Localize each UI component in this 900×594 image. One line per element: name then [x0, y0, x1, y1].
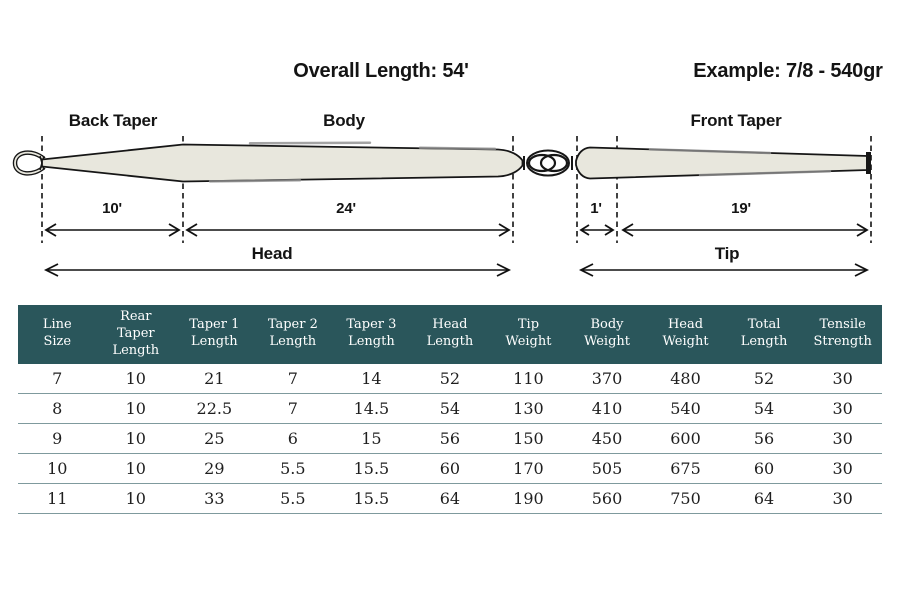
table-cell: 22.5	[175, 393, 254, 425]
column-header-6: Tip Weight	[489, 305, 568, 364]
table-cell: 7	[18, 363, 97, 395]
column-header-2: Taper 1 Length	[175, 305, 254, 364]
back-taper-dimension: 10'	[102, 200, 122, 217]
column-header-3: Taper 2 Length	[253, 305, 333, 364]
body-dimension: 24'	[336, 200, 356, 217]
table-cell: 11	[18, 483, 97, 515]
table-cell: 750	[646, 483, 725, 515]
table-cell: 10	[18, 453, 97, 485]
table-cell: 30	[803, 393, 882, 425]
dashed-guides	[41, 136, 872, 243]
column-header-7: Body Weight	[567, 305, 647, 364]
loop-knot-icon	[523, 149, 573, 177]
table-cell: 8	[18, 393, 97, 425]
table-cell: 10	[96, 453, 176, 485]
shading-strokes	[208, 141, 832, 183]
table-cell: 480	[646, 363, 725, 395]
dimension-arrows	[44, 223, 869, 237]
table-cell: 110	[489, 363, 568, 395]
column-header-9: Total Length	[724, 305, 804, 364]
front-taper-label: Front Taper	[690, 111, 782, 130]
head-profile-shape	[41, 143, 524, 183]
table-cell: 10	[96, 393, 176, 425]
table-cell: 25	[175, 423, 254, 455]
table-cell: 30	[803, 453, 882, 485]
column-header-10: Tensile Strength	[803, 305, 882, 364]
table-cell: 30	[803, 483, 882, 515]
table-cell: 7	[253, 393, 333, 425]
tip-span-label: Tip	[714, 244, 740, 263]
table-cell: 29	[175, 453, 254, 485]
table-cell: 64	[410, 483, 490, 515]
table-cell: 505	[567, 453, 647, 485]
table-cell: 33	[175, 483, 254, 515]
table-cell: 370	[567, 363, 647, 395]
body-label: Body	[323, 111, 365, 130]
table-cell: 60	[724, 453, 804, 485]
table-cell: 5.5	[253, 453, 333, 485]
table-cell: 450	[567, 423, 647, 455]
rear-loop-icon	[12, 150, 46, 176]
tip-level-dimension: 1'	[590, 200, 602, 217]
column-header-5: Head Length	[410, 305, 490, 364]
table-cell: 6	[253, 423, 333, 455]
table-cell: 7	[253, 363, 333, 395]
table-cell: 540	[646, 393, 725, 425]
tip-end-cap	[866, 152, 871, 174]
back-taper-label: Back Taper	[68, 111, 158, 130]
table-cell: 54	[724, 393, 804, 425]
table-cell: 15.5	[332, 453, 411, 485]
table-cell: 64	[724, 483, 804, 515]
example-weight-label: Example: 7/8 - 540gr	[693, 60, 883, 82]
taper-diagram	[12, 136, 872, 277]
table-cell: 30	[803, 363, 882, 395]
table-cell: 52	[410, 363, 490, 395]
table-cell: 10	[96, 423, 176, 455]
span-arrows	[43, 263, 870, 277]
table-cell: 14	[332, 363, 411, 395]
table-cell: 30	[803, 423, 882, 455]
table-cell: 5.5	[253, 483, 333, 515]
column-header-8: Head Weight	[646, 305, 725, 364]
table-cell: 410	[567, 393, 647, 425]
table-cell: 130	[489, 393, 568, 425]
table-cell: 52	[724, 363, 804, 395]
table-cell: 10	[96, 483, 176, 515]
table-cell: 675	[646, 453, 725, 485]
table-cell: 15	[332, 423, 411, 455]
table-cell: 10	[96, 363, 176, 395]
table-cell: 54	[410, 393, 490, 425]
front-taper-dimension: 19'	[731, 200, 751, 217]
table-cell: 21	[175, 363, 254, 395]
table-cell: 14.5	[332, 393, 411, 425]
table-cell: 56	[410, 423, 490, 455]
table-cell: 600	[646, 423, 725, 455]
table-cell: 9	[18, 423, 97, 455]
table-cell: 170	[489, 453, 568, 485]
table-cell: 60	[410, 453, 490, 485]
table-cell: 190	[489, 483, 568, 515]
table-cell: 56	[724, 423, 804, 455]
column-header-1: Rear Taper Length	[96, 305, 176, 364]
table-cell: 560	[567, 483, 647, 515]
overall-length-label: Overall Length: 54'	[293, 60, 469, 82]
table-cell: 15.5	[332, 483, 411, 515]
column-header-0: Line Size	[18, 305, 97, 364]
head-span-label: Head	[251, 244, 293, 263]
column-header-4: Taper 3 Length	[332, 305, 411, 364]
table-cell: 150	[489, 423, 568, 455]
